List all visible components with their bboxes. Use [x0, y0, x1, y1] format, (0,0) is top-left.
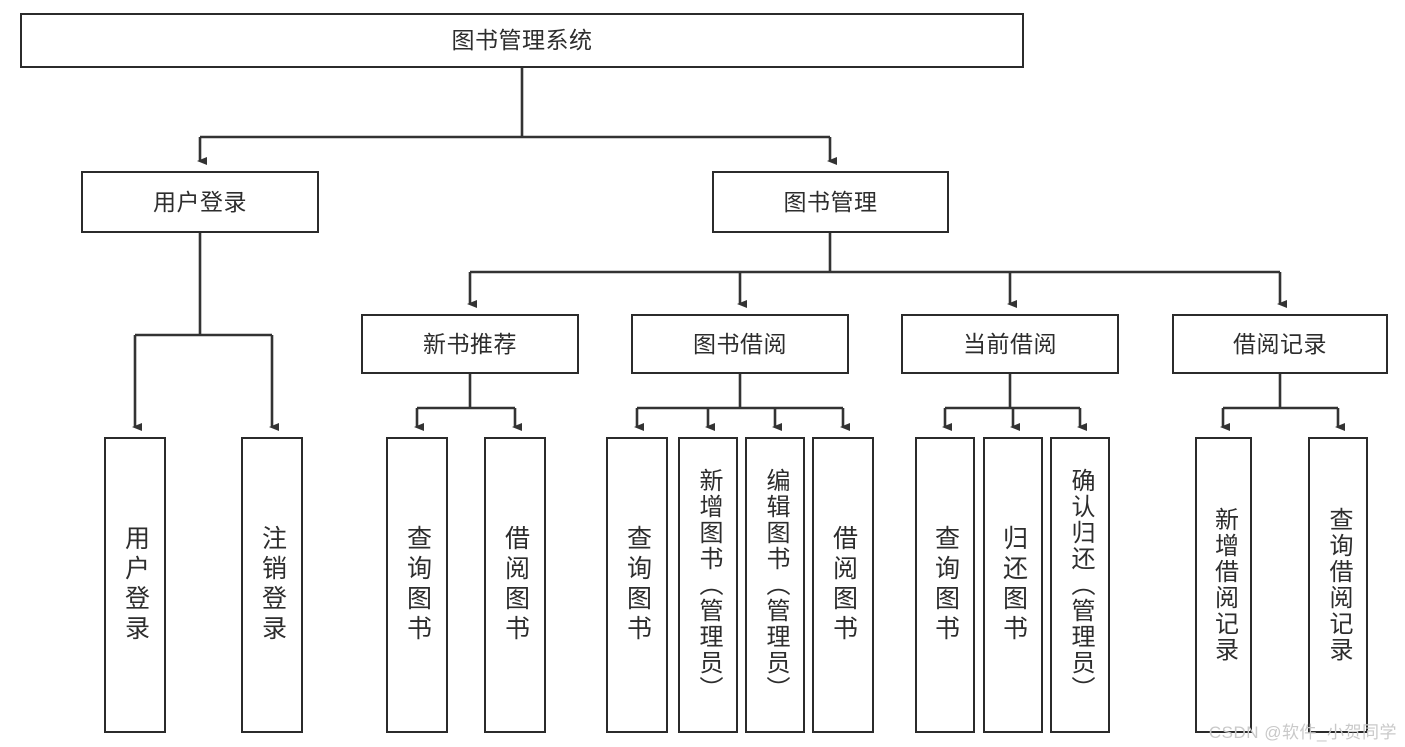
node-leaf-query-book-2[interactable]: 查询图书 [606, 437, 668, 733]
node-book-manage[interactable]: 图书管理 [712, 171, 949, 233]
node-label: 新增图书（管理员） [695, 468, 722, 702]
node-label: 图书管理系统 [451, 27, 593, 54]
node-root-system[interactable]: 图书管理系统 [20, 13, 1024, 68]
node-leaf-confirm-return[interactable]: 确认归还（管理员） [1050, 437, 1110, 733]
node-label: 新增借阅记录 [1210, 507, 1238, 663]
node-borrow-record[interactable]: 借阅记录 [1172, 314, 1388, 374]
node-label: 查询借阅记录 [1325, 507, 1352, 663]
node-leaf-add-record[interactable]: 新增借阅记录 [1195, 437, 1252, 733]
node-label: 用户登录 [153, 188, 247, 215]
node-label: 新书推荐 [423, 330, 517, 357]
node-new-book-recommend[interactable]: 新书推荐 [361, 314, 579, 374]
watermark: CSDN @软件_小贺同学 [1208, 723, 1397, 742]
node-leaf-edit-book[interactable]: 编辑图书（管理员） [745, 437, 805, 733]
node-leaf-add-book[interactable]: 新增图书（管理员） [678, 437, 738, 733]
node-leaf-user-login[interactable]: 用户登录 [104, 437, 166, 733]
node-label: 当前借阅 [963, 330, 1057, 357]
node-leaf-borrow-book-1[interactable]: 借阅图书 [484, 437, 546, 733]
node-user-login[interactable]: 用户登录 [81, 171, 319, 233]
node-label: 注销登录 [258, 525, 287, 645]
node-current-borrow[interactable]: 当前借阅 [901, 314, 1119, 374]
node-label: 查询图书 [623, 525, 652, 645]
node-label: 图书借阅 [693, 330, 787, 357]
node-label: 借阅记录 [1233, 330, 1327, 357]
node-label: 借阅图书 [829, 525, 858, 645]
node-leaf-borrow-book-2[interactable]: 借阅图书 [812, 437, 874, 733]
node-label: 查询图书 [403, 525, 432, 645]
node-label: 用户登录 [121, 525, 150, 645]
node-leaf-query-book-3[interactable]: 查询图书 [915, 437, 975, 733]
node-label: 归还图书 [999, 525, 1028, 645]
node-book-borrow[interactable]: 图书借阅 [631, 314, 849, 374]
node-leaf-query-record[interactable]: 查询借阅记录 [1308, 437, 1368, 733]
node-label: 查询图书 [931, 525, 960, 645]
node-leaf-logout[interactable]: 注销登录 [241, 437, 303, 733]
node-leaf-query-book-1[interactable]: 查询图书 [386, 437, 448, 733]
node-label: 编辑图书（管理员） [762, 468, 789, 702]
node-leaf-return-book[interactable]: 归还图书 [983, 437, 1043, 733]
node-label: 图书管理 [783, 188, 878, 215]
node-label: 确认归还（管理员） [1067, 468, 1094, 702]
node-label: 借阅图书 [501, 525, 530, 645]
